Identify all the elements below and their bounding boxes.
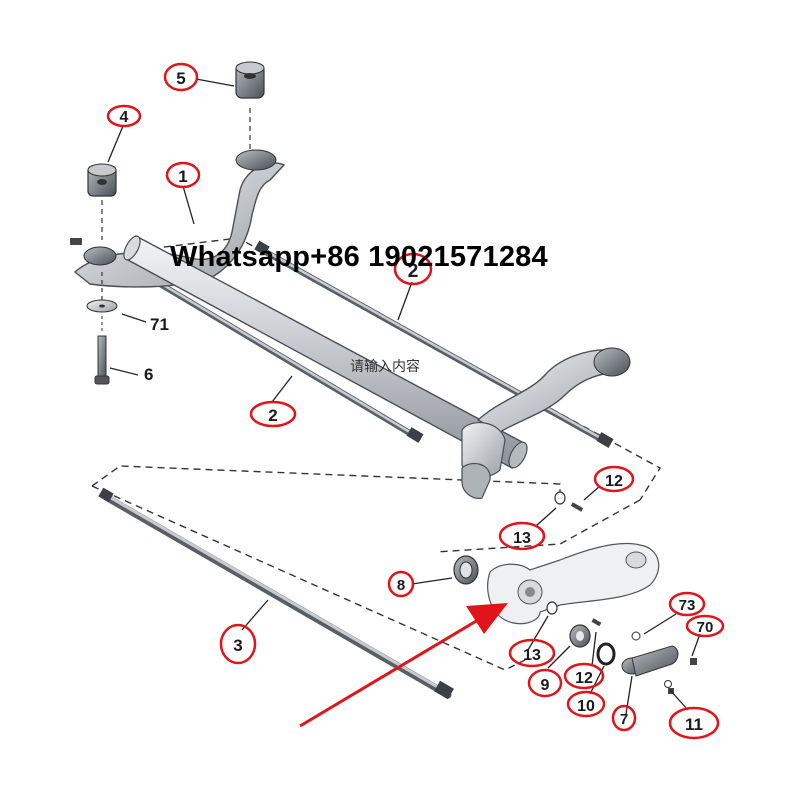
callout-71: 71 (150, 315, 169, 334)
bolt-6 (94, 316, 110, 385)
svg-text:12: 12 (575, 670, 593, 687)
svg-text:5: 5 (176, 69, 185, 88)
spacer-13-lower (546, 601, 558, 615)
svg-text:70: 70 (697, 619, 714, 636)
svg-text:9: 9 (541, 677, 550, 694)
callout-1: 1 (165, 161, 201, 189)
svg-text:13: 13 (513, 530, 531, 547)
callout-9: 9 (527, 668, 563, 698)
hub-carrier-bracket (487, 542, 660, 625)
callout-12-upper: 12 (593, 465, 635, 493)
nut-70 (690, 658, 697, 665)
callout-6: 6 (144, 365, 153, 384)
svg-text:8: 8 (397, 577, 405, 594)
svg-text:73: 73 (679, 597, 696, 614)
leader-lines (107, 78, 701, 715)
callout-73: 73 (668, 591, 706, 617)
callout-70: 70 (685, 614, 725, 638)
input-placeholder-hint: 请输入内容 (350, 359, 420, 375)
callout-8: 8 (387, 570, 415, 598)
callout-2-upper: 2 (393, 252, 433, 286)
red-pointer-arrow (299, 603, 508, 728)
stub-axle-7 (621, 645, 679, 677)
bolt-12-lower (591, 618, 602, 627)
svg-text:2: 2 (408, 261, 419, 282)
callout-11: 11 (668, 706, 720, 740)
callout-4: 4 (106, 104, 142, 128)
callout-12-lower: 12 (563, 662, 605, 690)
svg-text:4: 4 (120, 109, 129, 126)
anti-roll-bar-lower-2 (147, 275, 424, 443)
anti-roll-bar-upper-2 (254, 240, 614, 448)
bushing-9 (569, 624, 591, 648)
bolt-upper-left (70, 238, 82, 245)
callout-5: 5 (163, 62, 199, 92)
bolt-12-upper (570, 502, 584, 512)
spacer-13-upper (554, 491, 566, 505)
callout-3: 3 (219, 623, 257, 665)
axle-beam-1 (73, 149, 631, 499)
svg-text:12: 12 (605, 473, 623, 490)
bushing-5 (235, 61, 265, 150)
svg-text:11: 11 (685, 715, 703, 734)
callout-13-upper: 13 (498, 521, 546, 551)
circlip-10 (596, 642, 616, 666)
callout-7: 7 (611, 704, 637, 732)
callout-13-lower: 13 (508, 638, 556, 668)
svg-text:2: 2 (268, 406, 277, 425)
bearing-8 (453, 555, 479, 585)
torsion-bar-3 (98, 487, 454, 700)
svg-text:71: 71 (150, 315, 169, 334)
washer-73 (631, 631, 641, 641)
bushing-4 (87, 163, 117, 240)
svg-text:1: 1 (178, 167, 187, 186)
svg-text:6: 6 (144, 365, 153, 384)
dashed-assembly-outline-lower (91, 465, 561, 671)
svg-text:13: 13 (523, 647, 541, 664)
whatsapp-watermark: Whatsapp+86 19021571284 (170, 241, 548, 273)
svg-text:3: 3 (233, 636, 242, 655)
callout-10: 10 (566, 690, 606, 718)
svg-text:7: 7 (620, 711, 628, 728)
washer-71 (86, 272, 118, 313)
svg-text:10: 10 (577, 698, 595, 715)
callout-2-lower: 2 (249, 400, 297, 428)
